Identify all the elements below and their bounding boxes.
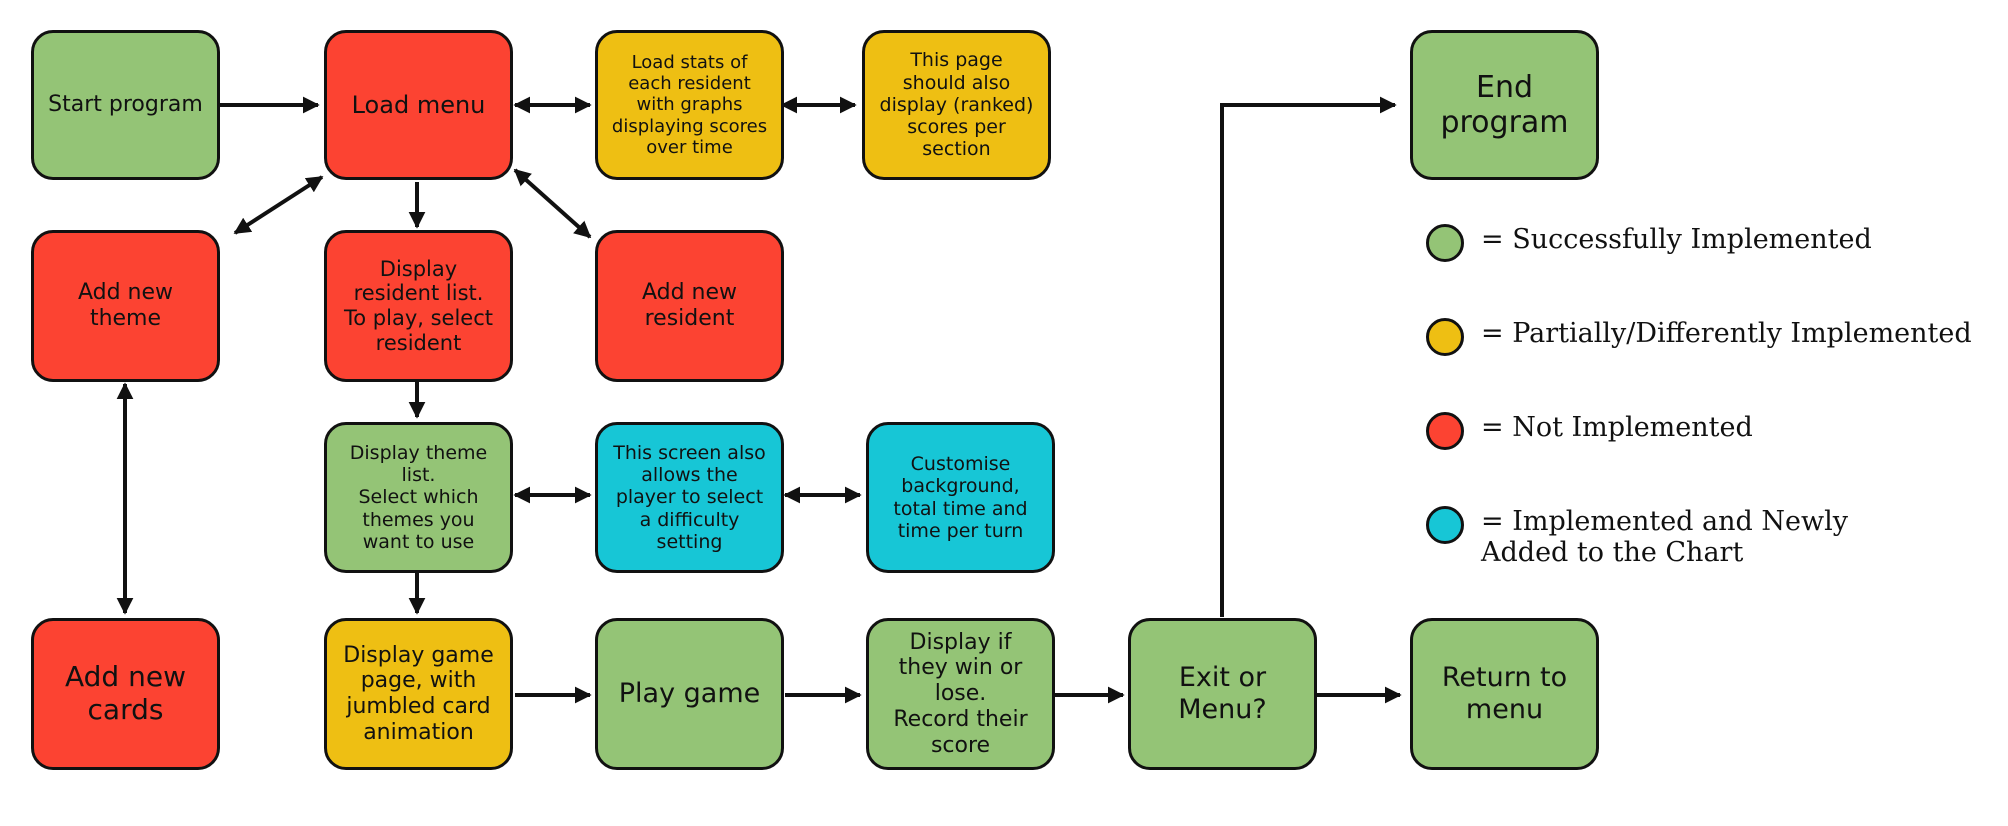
node-load-menu: Load menu bbox=[324, 30, 513, 180]
arrow-menu-add-theme bbox=[233, 175, 324, 235]
arrow-menu-add-resident bbox=[513, 168, 592, 239]
node-customise: Customise background, total time and tim… bbox=[866, 422, 1055, 573]
legend-swatch-implemented bbox=[1426, 224, 1464, 262]
node-exit-or-menu: Exit or Menu? bbox=[1128, 618, 1317, 770]
node-add-new-theme: Add new theme bbox=[31, 230, 220, 382]
node-difficulty-screen: This screen also allows the player to se… bbox=[595, 422, 784, 573]
node-add-new-resident: Add new resident bbox=[595, 230, 784, 382]
legend-label-not-implemented: = Not Implemented bbox=[1481, 412, 1753, 443]
node-ranked-scores: This page should also display (ranked) s… bbox=[862, 30, 1051, 180]
node-end-program: End program bbox=[1410, 30, 1599, 180]
legend-label-partial: = Partially/Differently Implemented bbox=[1481, 318, 1972, 349]
node-add-new-cards: Add new cards bbox=[31, 618, 220, 770]
legend-swatch-new bbox=[1426, 506, 1464, 544]
node-display-resident-list: Display resident list. To play, select r… bbox=[324, 230, 513, 382]
node-play-game: Play game bbox=[595, 618, 784, 770]
node-display-win-lose: Display if they win or lose. Record thei… bbox=[866, 618, 1055, 770]
legend-swatch-partial bbox=[1426, 318, 1464, 356]
node-start-program: Start program bbox=[31, 30, 220, 180]
node-display-game-page: Display game page, with jumbled card ani… bbox=[324, 618, 513, 770]
node-load-stats: Load stats of each resident with graphs … bbox=[595, 30, 784, 180]
node-display-theme-list: Display theme list. Select which themes … bbox=[324, 422, 513, 573]
arrow-exit-to-end bbox=[1220, 96, 1397, 617]
legend-label-new: = Implemented and Newly Added to the Cha… bbox=[1481, 506, 1848, 569]
node-return-to-menu: Return to menu bbox=[1410, 618, 1599, 770]
legend-swatch-not-implemented bbox=[1426, 412, 1464, 450]
legend-label-implemented: = Successfully Implemented bbox=[1481, 224, 1872, 255]
